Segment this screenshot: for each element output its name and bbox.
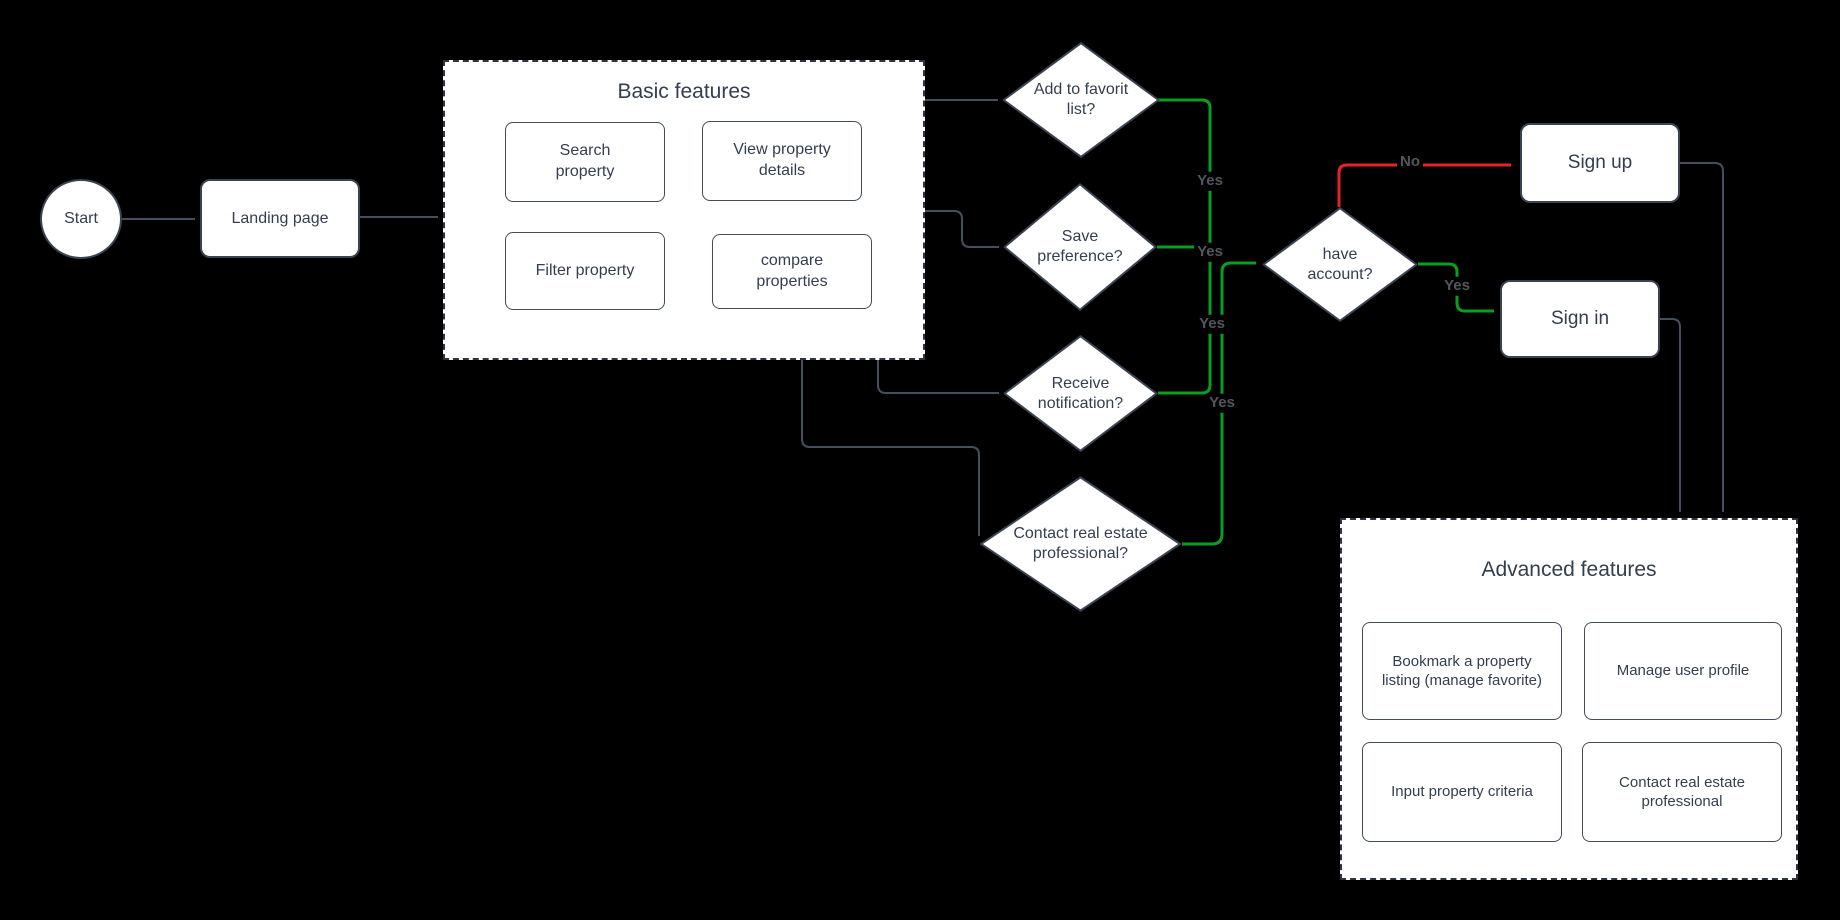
feature-box-input-property-criteria[interactable]: Input property criteria	[1362, 742, 1562, 842]
feature-box-compare-properties[interactable]: compare properties	[712, 234, 872, 309]
decision-contact-real-estate-professional[interactable]: Contact real estate professional?	[979, 476, 1182, 612]
edge-label-receive-notification-yes: Yes	[1196, 314, 1228, 334]
decision-label: Add to favorit list?	[1033, 81, 1129, 118]
sign-up-label: Sign up	[1567, 152, 1633, 174]
edge-label-contact-professional-yes: Yes	[1206, 393, 1238, 413]
feature-label: Search property	[555, 142, 615, 180]
feature-box-bookmark-property[interactable]: Bookmark a property listing (manage favo…	[1362, 622, 1562, 720]
feature-label: compare properties	[756, 251, 828, 290]
edge-have-account-no-to-signup	[1337, 163, 1511, 207]
start-label: Start	[64, 210, 98, 227]
basic-features-container[interactable]: Basic features Search property View prop…	[443, 60, 925, 360]
feature-box-contact-professional[interactable]: Contact real estate professional	[1582, 742, 1782, 842]
sign-up-node[interactable]: Sign up	[1520, 123, 1680, 203]
advanced-features-container[interactable]: Advanced features Bookmark a property li…	[1340, 518, 1798, 880]
decision-label: have account?	[1307, 245, 1373, 283]
edge-label-favorite-yes: Yes	[1194, 171, 1226, 191]
start-node[interactable]: Start	[40, 179, 122, 259]
feature-label: Bookmark a property listing (manage favo…	[1381, 652, 1543, 690]
edge-label-have-account-yes: Yes	[1441, 276, 1473, 296]
feature-label: View property details	[733, 141, 831, 179]
edge-signup-to-advanced	[1680, 162, 1724, 512]
decision-label: Contact real estate professional?	[1013, 525, 1148, 562]
feature-box-view-property-details[interactable]: View property details	[702, 121, 862, 201]
advanced-features-title: Advanced features	[1481, 558, 1657, 581]
sign-in-label: Sign in	[1550, 308, 1610, 330]
landing-page-label: Landing page	[231, 209, 329, 227]
sign-in-node[interactable]: Sign in	[1500, 280, 1660, 358]
decision-receive-notification[interactable]: Receive notification?	[1003, 335, 1158, 452]
feature-label: Manage user profile	[1616, 662, 1750, 680]
edge-basic-to-save-preference	[925, 210, 999, 248]
decision-have-account[interactable]: have account?	[1262, 207, 1418, 322]
landing-page-node[interactable]: Landing page	[200, 179, 360, 258]
edge-label-save-preference-yes: Yes	[1194, 242, 1226, 262]
decision-label: Receive notification?	[1037, 374, 1124, 412]
feature-box-filter-property[interactable]: Filter property	[505, 232, 665, 310]
feature-label: Input property criteria	[1391, 783, 1533, 801]
decision-label: Save preference?	[1037, 228, 1123, 265]
edge-label-have-account-no: No	[1397, 152, 1423, 172]
decision-add-to-favorite-list[interactable]: Add to favorit list?	[1002, 42, 1160, 158]
basic-features-title: Basic features	[617, 80, 751, 103]
feature-label: Filter property	[535, 261, 635, 279]
feature-label: Contact real estate professional	[1619, 773, 1745, 811]
edge-basic-to-receive-notification	[877, 360, 999, 394]
decision-save-preference[interactable]: Save preference?	[1003, 183, 1157, 311]
feature-box-search-property[interactable]: Search property	[505, 122, 665, 202]
edge-basic-to-contact-professional	[801, 360, 980, 536]
edge-signin-to-advanced	[1660, 318, 1681, 512]
feature-box-manage-user-profile[interactable]: Manage user profile	[1584, 622, 1782, 720]
